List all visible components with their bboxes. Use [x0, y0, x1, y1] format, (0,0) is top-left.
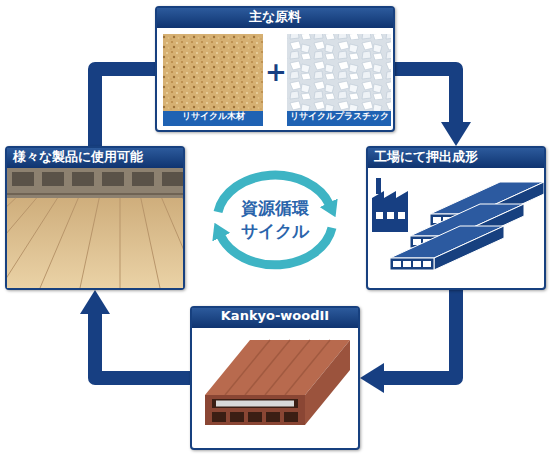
plank-end: [410, 236, 454, 248]
profile-side: [305, 340, 350, 425]
building-window: [162, 172, 183, 186]
plank-line: [141, 198, 160, 288]
extruded-plank: [410, 204, 524, 248]
building-window: [132, 172, 154, 186]
material-box: 主な原料リサイクル木材 リサイクルプラスチック: [155, 6, 395, 132]
plank-line: [80, 198, 99, 288]
profile-slot: [212, 399, 298, 408]
flow-arrow: [95, 69, 155, 146]
photo-caption: リサイクル木材: [163, 111, 263, 126]
usage-box: 様々な製品に使用可能: [5, 146, 185, 290]
cycle-hub: 資源循環 サイクル: [205, 165, 345, 275]
plank-hole: [433, 239, 441, 245]
box-heading: 様々な製品に使用可能: [7, 148, 183, 168]
product-box: Kankyo-woodII: [190, 306, 360, 450]
flow-arrow: [395, 69, 456, 122]
deck-planks: [7, 198, 183, 288]
building-window: [72, 172, 94, 186]
profile-end: [205, 395, 305, 425]
material-photo: リサイクルプラスチック: [287, 34, 391, 126]
plank-top: [430, 182, 544, 214]
sawdust-photo: [163, 34, 263, 111]
plank-line: [7, 198, 58, 288]
plank-hole: [443, 239, 451, 245]
plank-line: [7, 198, 37, 288]
box-heading: 工場にて押出成形: [368, 148, 544, 168]
plank-side: [454, 204, 524, 248]
deck-floor: [7, 198, 183, 288]
flow-arrow: [95, 314, 190, 378]
railing: [7, 193, 183, 195]
building-window: [42, 172, 64, 186]
extruded-plank: [390, 226, 504, 270]
plank-hole: [453, 217, 461, 223]
plank-top: [390, 226, 504, 258]
box-heading: Kankyo-woodII: [192, 308, 358, 328]
flow-arrow: [384, 290, 456, 378]
plank-side: [474, 182, 544, 226]
building-window: [102, 172, 124, 186]
profile-hole: [248, 412, 262, 422]
factory-building: [372, 191, 408, 232]
plank-holes: [393, 261, 431, 267]
plank-hole: [403, 261, 411, 267]
plank-hole: [423, 261, 431, 267]
plank-line: [183, 198, 184, 288]
plank-line: [120, 198, 121, 288]
plank-hole: [423, 239, 431, 245]
profile-hole: [230, 412, 244, 422]
profile-groove: [285, 340, 330, 395]
factory-chimney: [376, 178, 381, 194]
plank-hole: [433, 217, 441, 223]
profile-groove: [225, 340, 270, 395]
factory-window: [398, 212, 405, 219]
profile-groove: [265, 340, 310, 395]
plank-side: [434, 226, 504, 270]
deck-photo: [7, 168, 183, 288]
plastic-photo: [287, 34, 391, 111]
cycle-arrow: [218, 175, 330, 212]
plank-line: [162, 198, 183, 288]
profile-insert: [216, 401, 294, 407]
building-window: [12, 172, 34, 186]
cycle-arrow: [221, 228, 333, 265]
factory-window: [387, 212, 394, 219]
plank-hole: [413, 239, 421, 245]
profile-hole: [284, 412, 298, 422]
factory-window: [376, 212, 383, 219]
plank-hole: [393, 261, 401, 267]
extruded-plank: [430, 182, 544, 226]
box-heading: 主な原料: [157, 8, 393, 28]
plank-holes: [413, 239, 451, 245]
plank-line: [40, 198, 78, 288]
profile-illustration: [205, 340, 350, 425]
plank-end: [390, 258, 434, 270]
material-photo: リサイクル木材: [163, 34, 263, 126]
profile-groove: [245, 340, 290, 395]
plank-line: [7, 198, 16, 288]
photo-caption: リサイクルプラスチック: [287, 111, 391, 126]
profile-top: [205, 340, 350, 395]
plank-hole: [413, 261, 421, 267]
profile-grooves: [225, 340, 330, 395]
plank-hole: [463, 217, 471, 223]
plank-top: [410, 204, 524, 236]
factory-illustration: [372, 178, 544, 270]
process-box: 工場にて押出成形: [366, 146, 546, 290]
profile-hole: [266, 412, 280, 422]
plank-hole: [443, 217, 451, 223]
building-wall: [7, 168, 183, 198]
plank-end: [430, 214, 474, 226]
profile-hole: [212, 412, 226, 422]
plank-holes: [433, 217, 471, 223]
cycle-label: 資源循環 サイクル: [233, 197, 317, 243]
